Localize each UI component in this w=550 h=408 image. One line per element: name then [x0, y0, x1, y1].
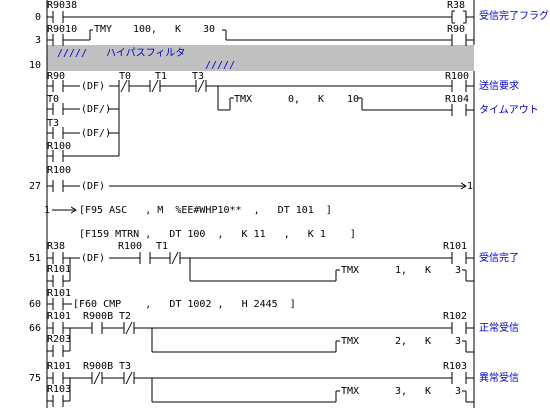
continuation-marker: 1: [44, 205, 51, 216]
coil-label[interactable]: R90: [447, 24, 466, 35]
coil-comment: 送信要求: [479, 81, 519, 92]
timer-k: K: [425, 386, 432, 397]
timer-preset: 3: [455, 265, 462, 276]
timer-preset: 10: [347, 94, 360, 105]
contact-label[interactable]: R100: [47, 141, 72, 152]
step-number: 0: [35, 12, 42, 23]
coil-label[interactable]: R104: [445, 94, 470, 105]
timer-instruction[interactable]: TMX: [341, 265, 360, 276]
step-number: 66: [29, 323, 42, 334]
contact-label[interactable]: T2: [119, 311, 132, 322]
timer-number: 3,: [395, 386, 408, 397]
contact-label[interactable]: R101: [47, 288, 72, 299]
contact-label[interactable]: R900B: [83, 311, 114, 322]
df-instruction[interactable]: (DF): [81, 253, 106, 264]
step-number: 60: [29, 299, 42, 310]
step-number: 10: [29, 60, 42, 71]
contact-label[interactable]: R100: [118, 241, 143, 252]
coil-comment: 正常受信: [479, 323, 519, 334]
timer-number: 100,: [133, 24, 158, 35]
contact-label[interactable]: T0: [119, 71, 132, 82]
df-instruction[interactable]: (DF): [81, 81, 106, 92]
timer-number: 1,: [395, 265, 408, 276]
contact-label[interactable]: T3: [47, 118, 60, 129]
coil-comment: 受信完了フラグ: [479, 11, 549, 22]
coil-label[interactable]: R101: [443, 241, 468, 252]
timer-preset: 3: [455, 336, 462, 347]
timer-instruction[interactable]: TMX: [234, 94, 253, 105]
step-number: 51: [29, 253, 42, 264]
timer-preset: 3: [455, 386, 462, 397]
step-number: 27: [29, 181, 42, 192]
step-number: 75: [29, 373, 42, 384]
continuation-marker: 1: [467, 181, 474, 192]
coil-comment: 受信完了: [479, 253, 519, 264]
contact-label[interactable]: T0: [47, 94, 60, 105]
coil-label[interactable]: R38: [447, 0, 466, 11]
contact-label[interactable]: R101: [47, 311, 72, 322]
step-number: 3: [35, 35, 42, 46]
contact-label[interactable]: R9038: [47, 0, 78, 11]
contact-label[interactable]: R9010: [47, 24, 78, 35]
band-comment: ハイパスフィルタ: [106, 48, 186, 59]
timer-preset: 30: [203, 24, 216, 35]
timer-number: 0,: [288, 94, 301, 105]
coil-label[interactable]: R103: [443, 361, 468, 372]
timer-k: K: [425, 336, 432, 347]
contact-label[interactable]: R900B: [83, 361, 114, 372]
contact-label[interactable]: R38: [47, 241, 66, 252]
coil-label[interactable]: R100: [445, 71, 470, 82]
coil-comment: タイムアウト: [479, 105, 539, 116]
f95-instruction[interactable]: [F95 ASC , M %EE#WHP10** , DT 101 ]: [79, 205, 332, 216]
band-slashes: /////: [205, 60, 236, 71]
contact-label[interactable]: T3: [192, 71, 205, 82]
band-slashes: /////: [57, 48, 88, 59]
df-instruction[interactable]: (DF/): [81, 128, 112, 139]
contact-label[interactable]: R90: [47, 71, 66, 82]
timer-instruction[interactable]: TMX: [341, 386, 360, 397]
timer-number: 2,: [395, 336, 408, 347]
f60-instruction[interactable]: [F60 CMP , DT 1002 , H 2445 ]: [73, 299, 296, 310]
coil-comment: 異常受信: [479, 373, 519, 384]
timer-k: K: [175, 24, 182, 35]
f159-instruction[interactable]: [F159 MTRN , DT 100 , K 11 , K 1 ]: [79, 229, 356, 240]
contact-label[interactable]: T1: [156, 241, 169, 252]
contact-label[interactable]: R101: [47, 264, 72, 275]
contact-label[interactable]: R203: [47, 334, 72, 345]
coil-label[interactable]: R102: [443, 311, 468, 322]
contact-label[interactable]: R101: [47, 361, 72, 372]
timer-instruction[interactable]: TMY: [94, 24, 113, 35]
contact-label[interactable]: T3: [119, 361, 132, 372]
timer-k: K: [425, 265, 432, 276]
timer-instruction[interactable]: TMX: [341, 336, 360, 347]
contact-label[interactable]: R103: [47, 384, 72, 395]
comment-band: [47, 45, 474, 71]
df-instruction[interactable]: (DF/): [81, 104, 112, 115]
df-instruction[interactable]: (DF): [81, 181, 106, 192]
contact-label[interactable]: T1: [155, 71, 168, 82]
contact-label[interactable]: R100: [47, 165, 72, 176]
timer-k: K: [318, 94, 325, 105]
